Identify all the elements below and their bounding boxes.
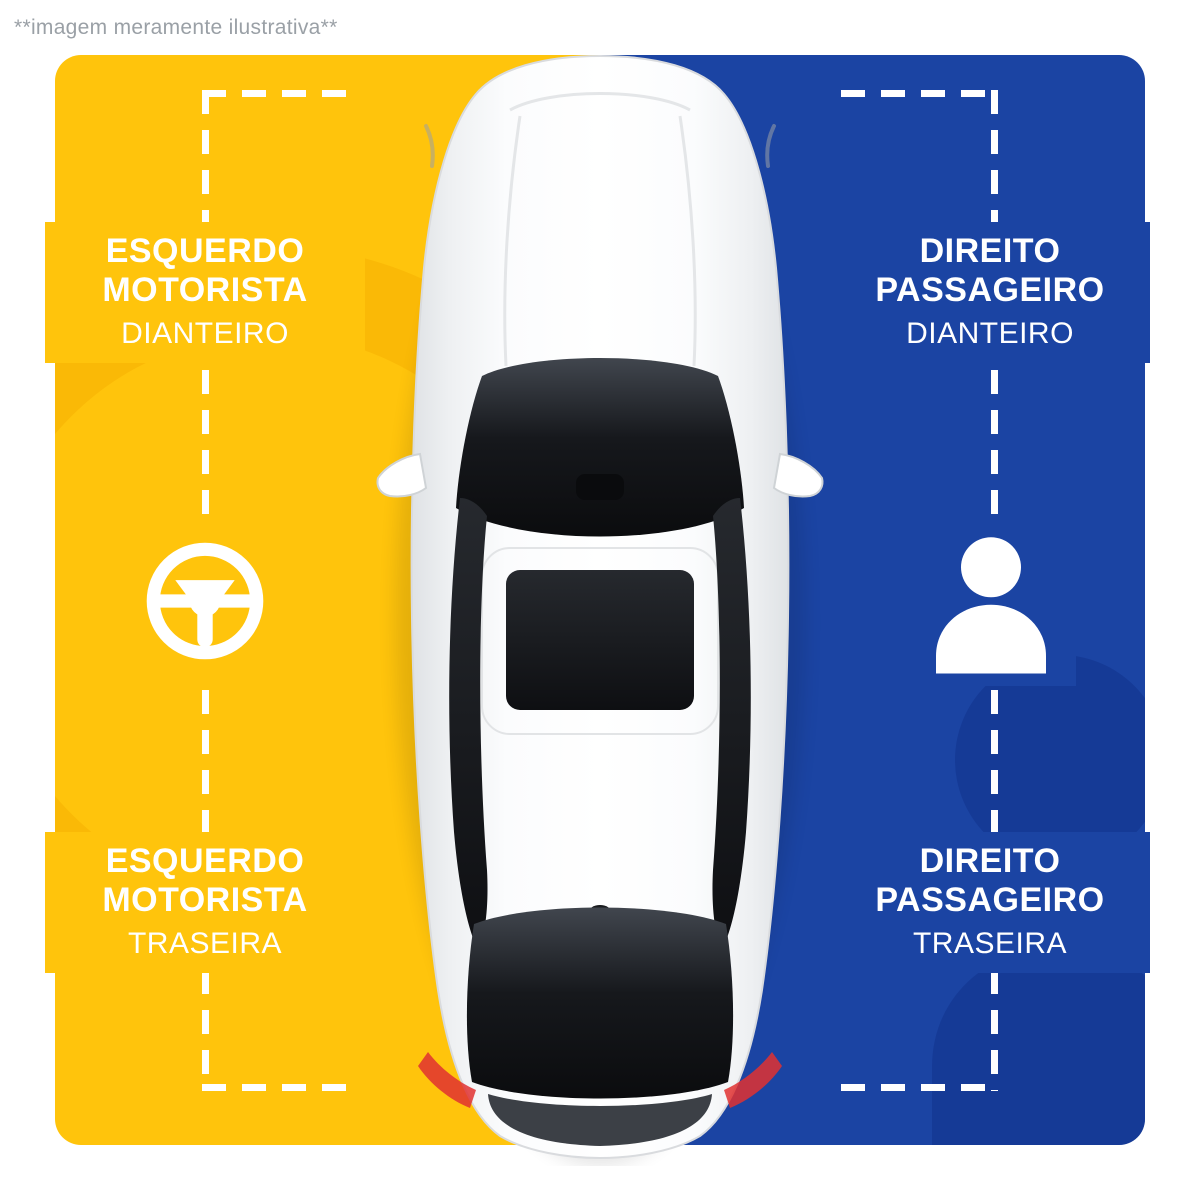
side-window-left: [449, 498, 488, 950]
windshield: [456, 358, 744, 537]
hood-contour-lines: [503, 92, 697, 367]
side-window-right: [712, 498, 751, 950]
label-front-right-line1: DIREITO: [919, 232, 1061, 270]
side-mirrors: [376, 452, 824, 498]
car-top-view: [376, 54, 824, 1166]
rear-bumper: [488, 1094, 712, 1146]
label-front-left-line2: MOTORISTA: [102, 271, 308, 310]
label-front-left-line1: ESQUERDO: [105, 232, 305, 270]
taillights: [418, 1052, 782, 1108]
label-rear-left-line2: MOTORISTA: [102, 881, 308, 920]
label-rear-right-line2: PASSAGEIRO: [875, 881, 1105, 920]
label-front-left-line3: DIANTEIRO: [121, 316, 289, 350]
person-watermark: [932, 655, 1145, 1145]
bracket-left-bottom-line: [202, 1084, 359, 1091]
label-rear-left: ESQUERDO MOTORISTA TRASEIRA: [45, 832, 365, 973]
front-side-markers: [424, 124, 776, 168]
label-front-right-line3: DIANTEIRO: [906, 316, 1074, 350]
steering-wheel-icon: [126, 522, 284, 680]
label-rear-left-line1: ESQUERDO: [105, 842, 305, 880]
label-rear-left-line3: TRASEIRA: [127, 926, 283, 960]
rearview-mirror: [576, 474, 624, 500]
rear-window: [466, 907, 734, 1099]
bracket-right-bottom-line: [841, 1084, 998, 1091]
label-front-left: ESQUERDO MOTORISTA DIANTEIRO: [45, 222, 365, 363]
illustrative-disclaimer: **imagem meramente ilustrativa**: [14, 16, 338, 39]
label-front-right-line2: PASSAGEIRO: [875, 271, 1105, 310]
bracket-left-top-line: [202, 90, 359, 97]
sunroof: [506, 570, 694, 710]
label-rear-right: DIREITO PASSAGEIRO TRASEIRA: [830, 832, 1150, 973]
label-rear-right-line1: DIREITO: [919, 842, 1061, 880]
steering-wheel-glyph: [146, 542, 264, 660]
sunroof-frame: [481, 547, 719, 735]
person-icon: [906, 516, 1076, 686]
person-glyph: [936, 537, 1046, 674]
bracket-right-top-line: [841, 90, 998, 97]
label-rear-right-line3: TRASEIRA: [912, 926, 1068, 960]
label-front-right: DIREITO PASSAGEIRO DIANTEIRO: [830, 222, 1150, 363]
